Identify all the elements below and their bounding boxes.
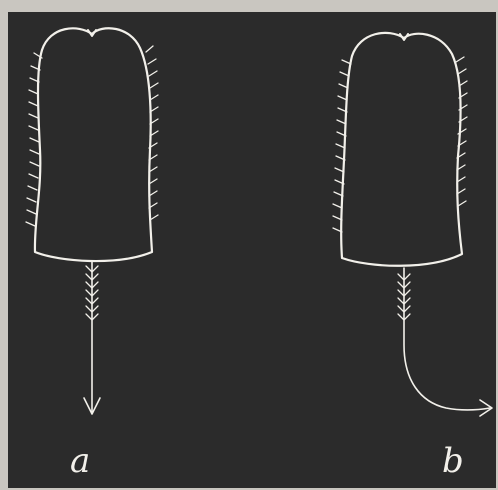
cilia-b: [333, 57, 467, 232]
organism-b: [333, 33, 492, 416]
cell-body-b: [341, 33, 462, 266]
cell-body-a: [35, 28, 152, 261]
cilia-a: [26, 46, 158, 226]
flagellum-b: [404, 268, 490, 410]
panel-label-b: b: [442, 444, 464, 478]
organism-a: [26, 28, 158, 414]
panel-label-a: a: [70, 444, 90, 478]
